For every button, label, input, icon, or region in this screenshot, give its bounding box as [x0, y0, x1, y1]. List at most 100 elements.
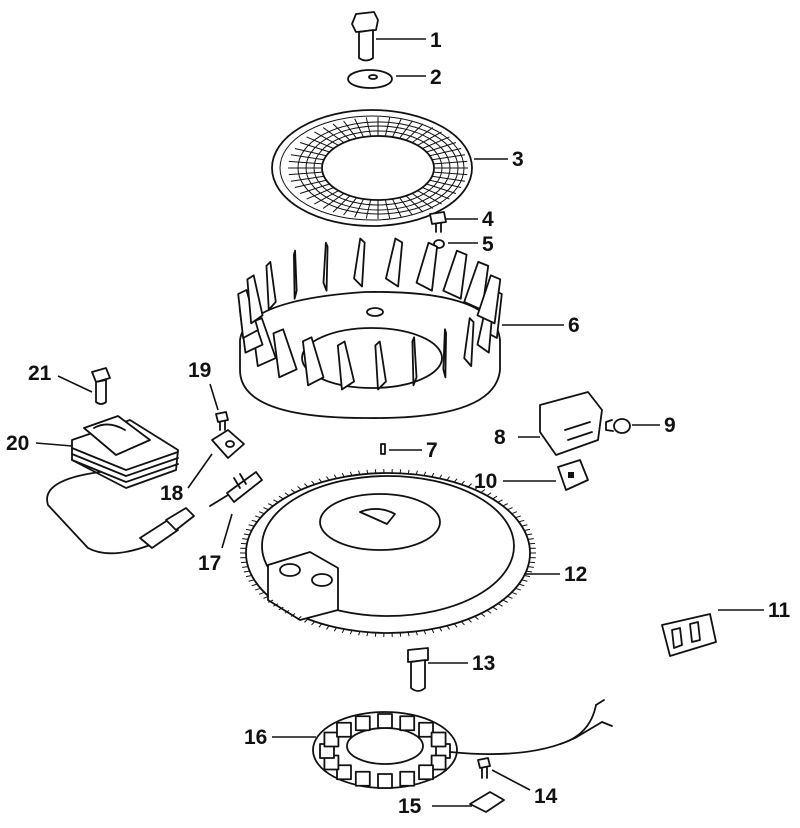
- stator-coil: [418, 721, 434, 738]
- screen-spoke: [290, 175, 324, 182]
- gear-tooth: [318, 478, 323, 483]
- callout-4: 4: [482, 208, 494, 231]
- part-8-rectifier: [539, 391, 603, 456]
- gear-tooth: [311, 480, 316, 485]
- screen-spoke: [332, 195, 351, 213]
- part-16-stator: [312, 699, 613, 789]
- screen-spoke: [384, 199, 391, 219]
- screen-spoke: [314, 131, 339, 146]
- screen-spoke: [294, 179, 327, 189]
- gear-tooth: [502, 599, 508, 603]
- fan-blade: [385, 237, 404, 288]
- screen-spoke: [322, 127, 345, 144]
- stator-coil: [418, 764, 434, 781]
- gear-tooth: [511, 591, 518, 595]
- gear-tooth: [486, 492, 492, 497]
- gear-tooth: [521, 579, 528, 582]
- stator-coil: [336, 764, 352, 781]
- gear-tooth: [446, 476, 450, 481]
- screen-spoke: [384, 117, 391, 137]
- screen-spoke: [429, 147, 462, 157]
- gear-tooth: [297, 615, 302, 620]
- gear-tooth: [423, 471, 427, 476]
- gear-tooth: [333, 627, 337, 632]
- gear-tooth: [431, 628, 435, 634]
- part-1-bolt: [351, 11, 379, 62]
- gear-tooth: [374, 469, 377, 474]
- gear-tooth: [480, 613, 486, 617]
- gear-tooth: [524, 528, 531, 531]
- gear-tooth: [366, 469, 369, 474]
- gear-tooth: [524, 575, 531, 578]
- callout-14: 14: [534, 785, 558, 808]
- gear-tooth: [311, 621, 316, 626]
- gear-tooth: [290, 489, 296, 493]
- fan-blade: [302, 336, 325, 387]
- gear-tooth: [439, 474, 443, 479]
- callout-13: 13: [472, 652, 495, 675]
- callout-6: 6: [568, 314, 580, 337]
- gear-tooth: [243, 533, 250, 536]
- gear-tooth: [399, 469, 402, 474]
- stator-coil: [354, 770, 371, 787]
- gear-tooth: [251, 583, 258, 587]
- stator-coil: [399, 770, 416, 787]
- gear-tooth: [453, 478, 458, 483]
- gear-tooth: [341, 472, 345, 478]
- gear-tooth: [492, 606, 498, 611]
- gear-tooth: [460, 621, 465, 626]
- gear-tooth: [399, 632, 402, 637]
- screen-spoke: [306, 136, 334, 149]
- screen-spoke: [399, 197, 413, 216]
- part-7-key: [380, 443, 386, 455]
- gear-tooth: [258, 511, 265, 515]
- gear-tooth: [278, 495, 284, 500]
- gear-tooth: [284, 609, 290, 614]
- gear-tooth: [268, 503, 274, 507]
- screen-spoke: [432, 175, 466, 182]
- screen-spoke: [299, 142, 330, 153]
- gear-tooth: [453, 623, 458, 628]
- callout-9: 9: [664, 414, 676, 437]
- screen-spoke: [433, 171, 468, 176]
- gear-tooth: [374, 632, 377, 637]
- gear-tooth: [515, 587, 521, 591]
- fan-blade: [374, 340, 387, 391]
- stator-coil: [377, 713, 393, 729]
- gear-tooth: [486, 609, 492, 614]
- part-15-clip: [469, 791, 505, 813]
- gear-tooth: [497, 603, 503, 607]
- gear-tooth: [423, 630, 427, 635]
- gear-tooth: [245, 575, 252, 578]
- screen-spoke: [422, 136, 450, 149]
- screen-spoke: [314, 190, 339, 205]
- stator-coil: [430, 754, 447, 771]
- fan-blade: [293, 249, 298, 300]
- screen-spoke: [306, 187, 334, 200]
- callout-10: 10: [474, 470, 497, 493]
- gear-tooth: [507, 595, 513, 599]
- fan-blade: [265, 260, 277, 311]
- stator-coil: [430, 731, 447, 748]
- part-9-screw: [605, 418, 631, 434]
- callout-8: 8: [494, 426, 506, 449]
- gear-tooth: [284, 492, 290, 497]
- callout-11: 11: [768, 599, 791, 622]
- screen-spoke: [411, 127, 434, 144]
- gear-tooth: [492, 495, 498, 500]
- fan-blade: [272, 328, 298, 379]
- gear-tooth: [304, 618, 309, 623]
- stator-coil: [336, 721, 352, 738]
- screen-spoke: [399, 120, 413, 139]
- part-6-fan: [237, 237, 503, 419]
- stator-coil: [377, 773, 393, 789]
- fan-blade: [246, 274, 264, 325]
- part-10-bracket: [557, 459, 589, 491]
- screen-spoke: [417, 131, 442, 146]
- part-11-terminal-block: [661, 613, 717, 657]
- fan-blade: [463, 260, 490, 311]
- screen-spoke: [411, 192, 434, 209]
- gear-tooth: [474, 615, 479, 620]
- screen-spoke: [417, 190, 442, 205]
- fan-blade: [442, 249, 468, 300]
